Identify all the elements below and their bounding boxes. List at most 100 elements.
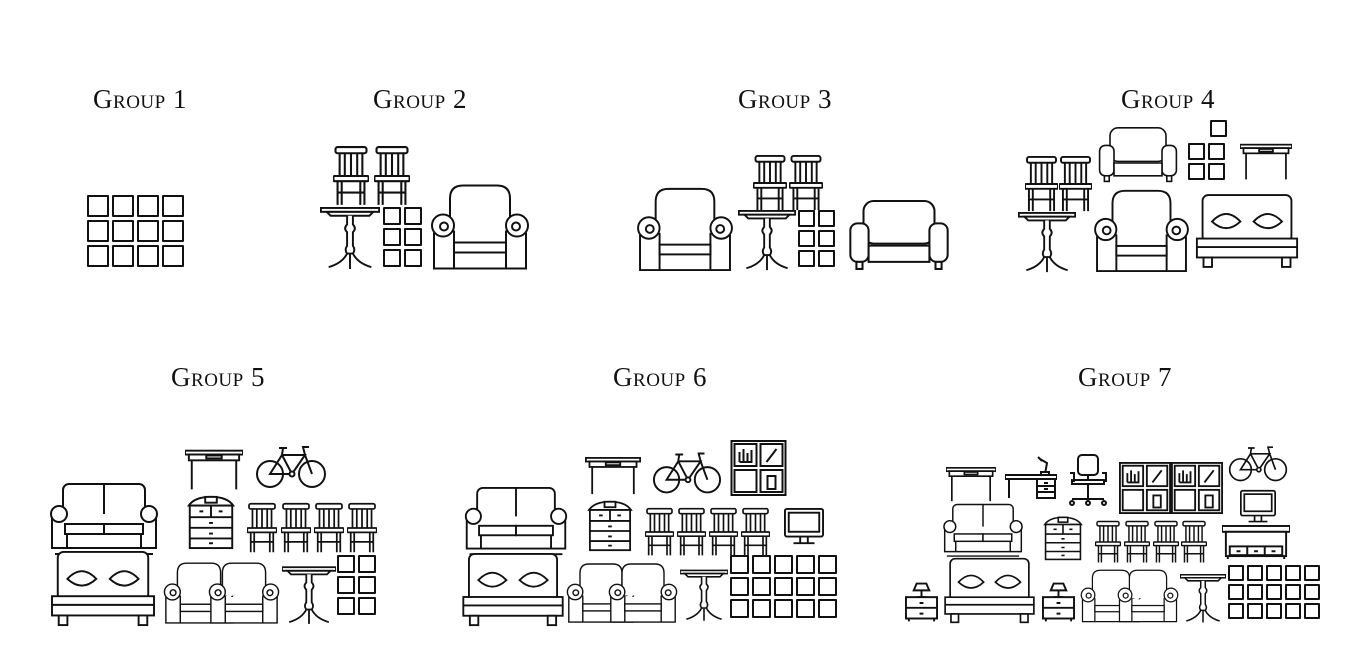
bed-icon [1195,188,1299,274]
storage-cube-icon [137,195,159,217]
chair-icon [789,154,823,212]
storage-cube-icon [1228,565,1244,581]
group-6-title: Group 6 [613,362,707,392]
monitor-icon [782,507,826,547]
storage-cube-icon [796,577,815,596]
chair-icon [374,145,410,207]
bookshelf-icon [730,440,787,496]
storage-cube-icon [404,207,422,225]
chair-icon [347,502,377,554]
group-4-title: Group 4 [1121,84,1215,114]
storage-cube-icon [774,599,793,618]
nightstand-icon [1042,581,1075,623]
storage-cube-icon [337,576,355,594]
group-1-title: Group 1 [93,84,187,114]
group-2-title: Group 2 [373,84,467,114]
bed-icon [47,550,159,627]
bicycle-icon [255,440,327,492]
nightstand-icon [905,581,938,623]
storage-cube-icon [137,245,159,267]
storage-cube-icon [1266,584,1282,600]
dresser-icon [185,494,237,550]
storage-cube-icon [730,599,749,618]
storage-cube-grid [798,210,835,267]
chair-icon [677,507,706,557]
bookshelf-icon [1171,462,1223,514]
desk-table-icon [185,449,243,491]
group-5-title: Group 5 [171,362,265,392]
storage-cube-icon [1208,163,1225,180]
storage-cube-icon [798,250,815,267]
storage-cube-grid [87,195,184,267]
storage-cube-icon [337,555,355,573]
armchair-icon [1117,567,1179,623]
storage-cube-icon [752,599,771,618]
desk-table-icon [1240,143,1292,181]
tv-stand-icon [1222,524,1290,561]
storage-cube-icon [752,555,771,574]
storage-cube-icon [1247,565,1263,581]
storage-cube-grid [1188,143,1225,180]
chair-icon [1153,520,1179,564]
storage-cube-icon [818,230,835,247]
storage-cube-grid [730,555,837,618]
chair-icon [645,507,674,557]
storage-cube-icon [1247,603,1263,619]
storage-cube-icon [774,577,793,596]
storage-cube-icon [358,555,376,573]
group-3-title: Group 3 [738,84,832,114]
storage-cube-icon [796,599,815,618]
storage-cube-grid [383,207,422,267]
office-desk-icon [1005,455,1057,499]
chair-icon [1059,155,1092,213]
storage-cube-icon [337,597,355,615]
sofa-icon [47,482,161,558]
storage-cube-icon [818,555,837,574]
storage-cube-icon [112,195,134,217]
storage-cube-grid [337,555,376,615]
chair-icon [741,507,770,557]
storage-cube-icon [404,228,422,246]
sofa-icon [848,199,950,272]
storage-cube-icon [358,597,376,615]
storage-cube-icon [162,220,184,242]
storage-cube-icon [1285,603,1301,619]
storage-cube-icon [1304,584,1320,600]
bed-icon [456,552,570,627]
storage-cube-icon [798,210,815,227]
storage-cube-icon [358,576,376,594]
storage-cube-icon [137,220,159,242]
chair-icon [1025,155,1058,213]
office-chair-icon [1065,453,1111,507]
storage-cube-icon [1228,584,1244,600]
chair-icon [281,502,311,554]
storage-cube-icon [383,207,401,225]
pedestal-table-icon [1180,574,1226,624]
storage-cube-icon [162,195,184,217]
storage-cube-icon [383,228,401,246]
pedestal-table-icon [1018,212,1076,274]
storage-cube-icon [1285,565,1301,581]
pedestal-table-icon [680,566,728,626]
chair-icon [333,145,369,207]
sofa-icon [456,486,576,558]
group-7-title: Group 7 [1078,362,1172,392]
pedestal-table-icon [320,207,380,271]
storage-cube-icon [752,577,771,596]
storage-cube-icon [1247,584,1263,600]
storage-cube-icon [112,245,134,267]
armchair-icon [1093,186,1190,273]
sofa-icon [1098,126,1178,184]
storage-cube-icon [818,210,835,227]
storage-cube-icon [1285,584,1301,600]
monitor-icon [1238,489,1278,525]
chair-icon [1181,520,1207,564]
armchair-icon [208,558,280,626]
storage-cube-icon [87,195,109,217]
storage-cube-icon [730,555,749,574]
storage-cube-icon [1304,603,1320,619]
storage-cube-icon [87,245,109,267]
pedestal-table-icon [282,566,336,626]
storage-cube-icon [1188,143,1205,160]
dresser-icon [585,499,635,552]
